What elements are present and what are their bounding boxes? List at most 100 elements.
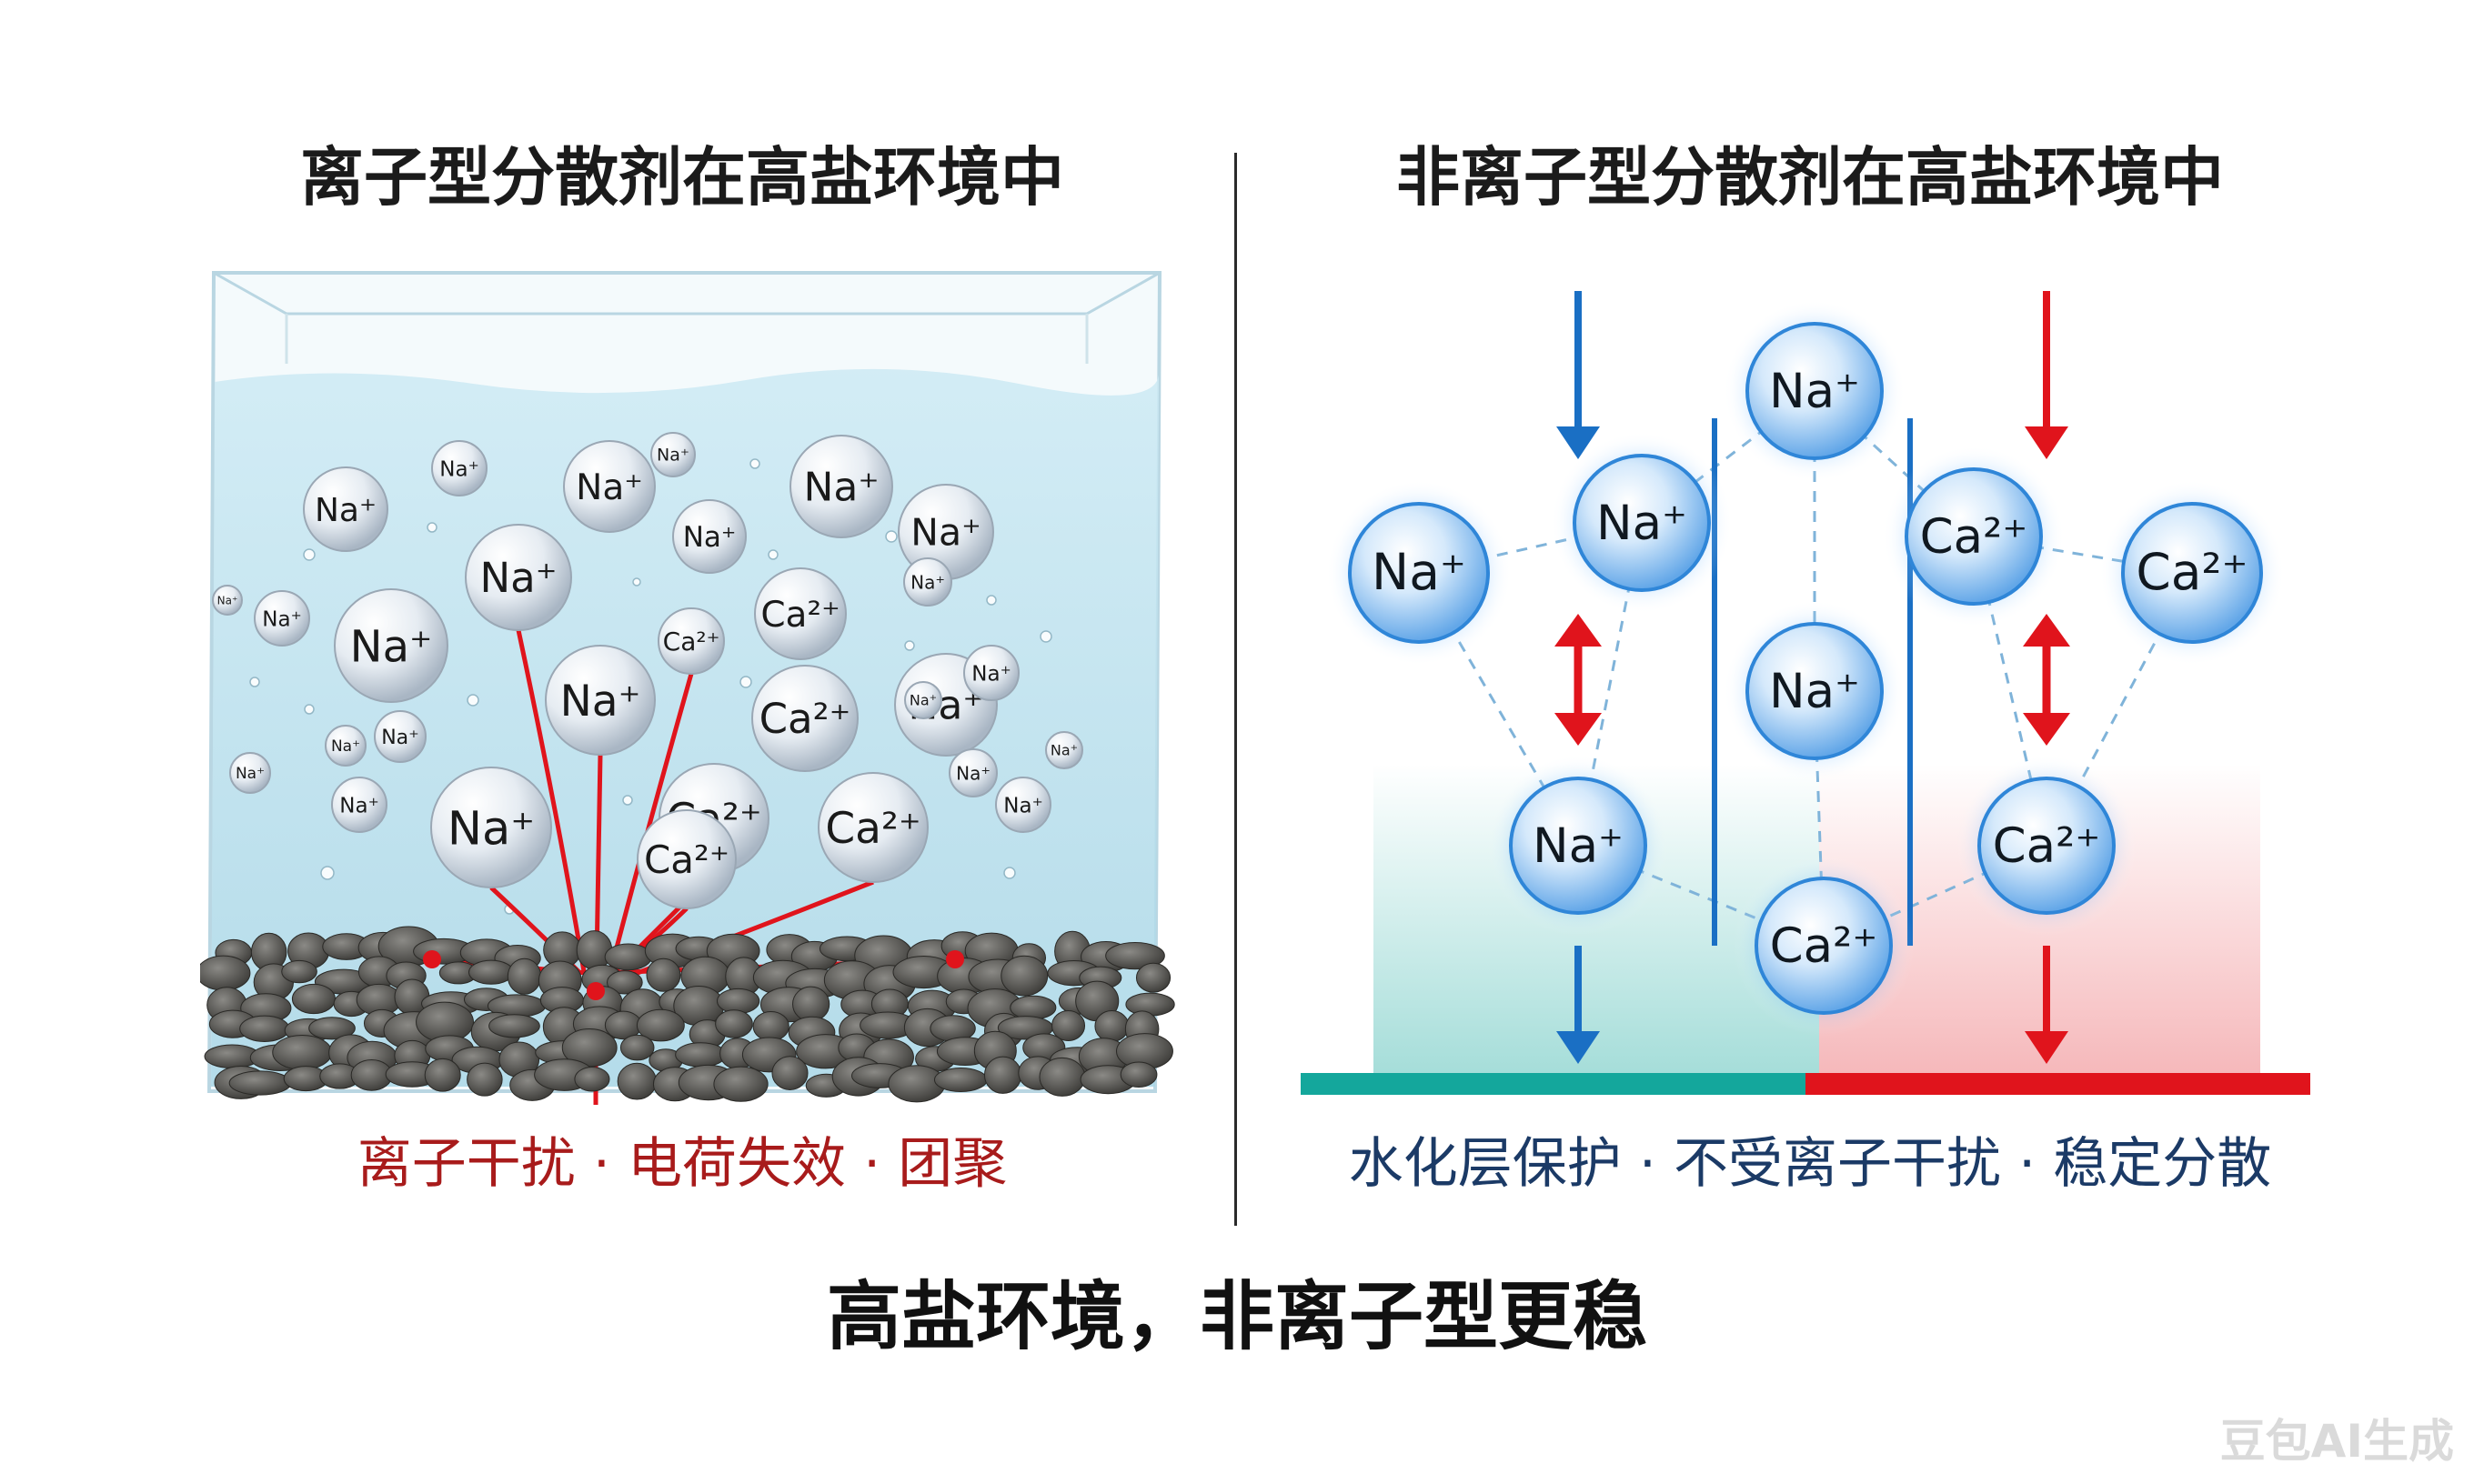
dashed-connection <box>1813 389 1976 538</box>
sediment-stone <box>272 1034 333 1070</box>
sodium-ion: Na⁺ <box>963 645 1020 701</box>
calcium-ion: Ca²⁺ <box>658 607 725 675</box>
sediment-stone <box>607 970 643 995</box>
sediment-stone <box>933 1068 988 1092</box>
sediment-stone <box>983 1056 1022 1094</box>
left-panel-caption: 离子干扰 · 电荷失效 · 团聚 <box>357 1132 1008 1196</box>
sodium-ion: Na⁺ <box>904 681 942 719</box>
sediment-stone <box>200 955 251 991</box>
sediment-stone <box>281 959 317 984</box>
calcium-ion: Ca²⁺ <box>818 772 929 883</box>
bubble <box>739 676 752 688</box>
sediment-stone <box>1135 962 1172 993</box>
bubble <box>885 530 898 543</box>
bubble <box>1003 867 1016 879</box>
nonionic-dispersant-illustration: Na⁺ Na⁺ Na⁺ Ca²⁺ Ca²⁺ Na⁺ Na⁺ Ca²⁺ Ca²⁺ <box>1301 291 2310 1095</box>
hydrated-calcium-ion: Ca²⁺ <box>1883 446 2065 627</box>
sediment-stone <box>619 1034 655 1061</box>
sediment-bed <box>200 926 1175 1103</box>
bubble <box>1040 630 1052 643</box>
sediment-stone <box>617 1062 657 1100</box>
repulsion-arrow <box>1554 614 1602 746</box>
ion-label: Na⁺ <box>560 677 641 727</box>
hydrated-sodium-ion: Na⁺ <box>1487 755 1669 937</box>
sodium-ion: Na⁺ <box>949 748 998 797</box>
ion-label: Ca²⁺ <box>663 627 720 657</box>
ion-label: Na⁺ <box>339 794 378 817</box>
sediment-stone <box>715 1009 753 1038</box>
sodium-ion: Na⁺ <box>254 590 310 647</box>
ion-label: Na⁺ <box>350 621 433 672</box>
sediment-stone <box>1125 992 1175 1017</box>
ion-group: Na⁺Na⁺Na⁺Na⁺Na⁺Ca²⁺Na⁺Na⁺Na⁺Na⁺Na⁺Ca²⁺Na… <box>212 432 1083 909</box>
ion-label: Ca²⁺ <box>1993 818 2101 874</box>
ion-label: Ca²⁺ <box>760 595 840 636</box>
sodium-ion: Na⁺ <box>303 466 388 552</box>
ion-label: Na⁺ <box>1769 364 1860 419</box>
conclusion-text: 高盐环境，非离子型更稳 <box>826 1274 1647 1360</box>
bubble <box>622 795 633 806</box>
ion-label: Na⁺ <box>910 692 937 709</box>
hydrated-calcium-ion: Ca²⁺ <box>2099 480 2285 666</box>
ion-label: Na⁺ <box>331 737 360 756</box>
sodium-ion: Na⁺ <box>995 777 1051 833</box>
red-baseline <box>1805 1073 2310 1095</box>
bubble <box>904 640 915 651</box>
sediment-stone <box>646 958 681 992</box>
bubble <box>303 548 316 561</box>
sediment-stone <box>1039 1057 1086 1097</box>
bubble <box>467 694 479 707</box>
adsorption-point-group <box>423 950 964 1000</box>
sediment-stone <box>488 1014 540 1038</box>
ion-label: Na⁺ <box>657 446 689 466</box>
ion-label: Na⁺ <box>439 457 478 481</box>
ion-label: Na⁺ <box>1596 496 1687 551</box>
ion-label: Na⁺ <box>1051 742 1078 759</box>
bubble <box>249 677 260 687</box>
ion-label: Na⁺ <box>1372 543 1466 601</box>
sediment-stone <box>771 1056 809 1090</box>
ion-label: Ca²⁺ <box>825 804 920 854</box>
sediment-stone <box>716 988 760 1015</box>
calcium-ion: Ca²⁺ <box>754 567 847 660</box>
sediment-stone <box>468 959 514 985</box>
ion-label: Ca²⁺ <box>644 837 729 882</box>
ion-label: Na⁺ <box>910 571 945 593</box>
hydrated-calcium-ion: Ca²⁺ <box>1733 855 1915 1037</box>
adsorption-point <box>946 950 964 968</box>
ion-label: Na⁺ <box>1769 664 1860 719</box>
sediment-stone <box>636 1008 685 1042</box>
sodium-ion: Na⁺ <box>334 588 448 703</box>
repulsion-arrow <box>2023 614 2070 746</box>
ion-label: Na⁺ <box>1003 794 1042 817</box>
bubble <box>427 522 437 533</box>
sediment-stone <box>1105 941 1165 970</box>
right-panel-title: 非离子型分散剂在高盐环境中 <box>1396 140 2224 215</box>
bubble <box>768 549 779 560</box>
sediment-stone <box>1051 1009 1086 1041</box>
sediment-stone <box>228 1070 292 1096</box>
sodium-ion: Na⁺ <box>672 499 747 574</box>
bubble <box>304 704 315 715</box>
arrow-group <box>1554 291 2070 1064</box>
downward-arrow <box>1556 291 1600 459</box>
downward-arrow <box>1556 946 1600 1064</box>
sodium-ion: Na⁺ <box>325 725 367 767</box>
sodium-ion: Na⁺ <box>545 645 656 756</box>
bubble <box>320 866 335 880</box>
ion-label: Ca²⁺ <box>2136 543 2248 601</box>
sodium-ion: Na⁺ <box>229 752 271 794</box>
sediment-stone <box>1001 955 1049 997</box>
sodium-ion: Na⁺ <box>430 767 552 888</box>
calcium-ion: Ca²⁺ <box>751 665 859 772</box>
sodium-ion: Na⁺ <box>431 440 488 496</box>
ion-label: Na⁺ <box>803 465 879 511</box>
adsorption-point <box>587 982 605 1000</box>
ion-label: Na⁺ <box>315 492 377 529</box>
right-panel-caption: 水化层保护 · 不受离子干扰 · 稳定分散 <box>1348 1132 2272 1196</box>
sediment-stone <box>713 1066 769 1102</box>
bubble <box>632 577 641 587</box>
ion-label: Na⁺ <box>448 802 535 856</box>
sediment-stone <box>574 1067 610 1092</box>
sodium-ion: Na⁺ <box>212 585 243 616</box>
